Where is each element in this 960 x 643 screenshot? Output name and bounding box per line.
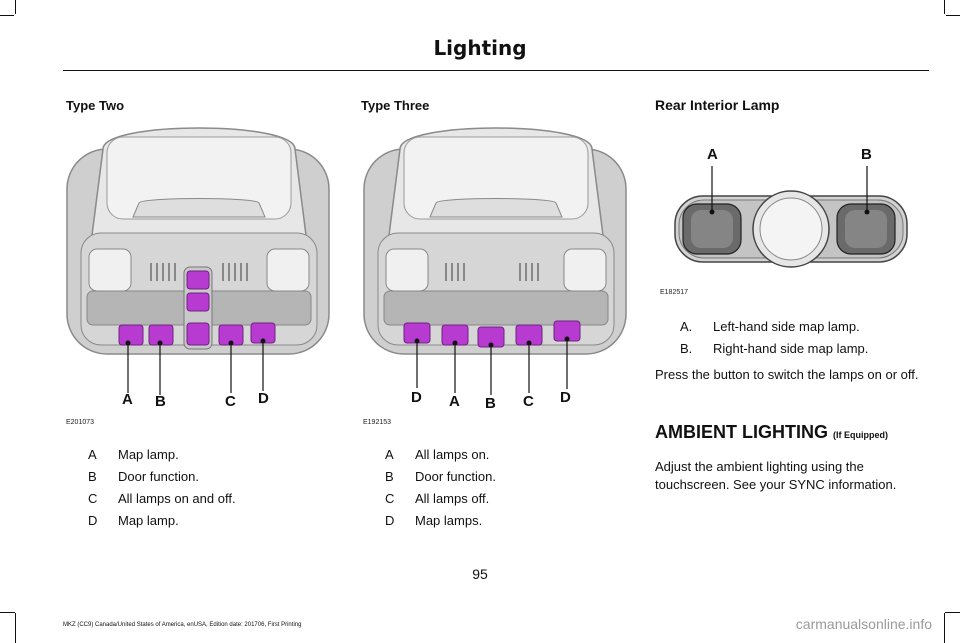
item-text: Right-hand side map lamp. <box>713 341 869 356</box>
item-letter: A. <box>680 319 693 334</box>
ambient-heading: AMBIENT LIGHTING (If Equipped) <box>655 422 888 443</box>
item-letter: B. <box>680 341 693 356</box>
crop-mark <box>946 15 960 16</box>
figure-id: E201073 <box>66 419 95 426</box>
crop-mark <box>0 15 14 16</box>
crop-mark <box>944 613 945 643</box>
type-three-figure: D A B C D E192153 <box>360 113 632 430</box>
figure-id: E192153 <box>363 419 392 426</box>
item-text: Map lamp. <box>118 447 179 462</box>
item-letter: C <box>88 491 98 506</box>
item-text: All lamps on. <box>415 447 490 462</box>
item-letter: A <box>385 447 394 462</box>
rear-lamp-figure: A B E182517 <box>655 132 927 298</box>
item-text: Left-hand side map lamp. <box>713 319 860 334</box>
callout-label: A <box>707 146 718 163</box>
callout-label: D <box>560 389 571 406</box>
item-text: Map lamp. <box>118 513 179 528</box>
crop-mark <box>0 612 15 613</box>
header-rule <box>63 70 929 71</box>
type-three-heading: Type Three <box>361 98 430 113</box>
callout-label: D <box>258 390 269 407</box>
type-two-heading: Type Two <box>66 98 125 113</box>
item-text: Map lamps. <box>415 513 483 528</box>
item-letter: D <box>385 513 395 528</box>
type-two-figure: A B C D E201073 <box>63 113 335 430</box>
crop-mark <box>15 613 16 643</box>
crop-mark <box>15 0 16 14</box>
ambient-body: Adjust the ambient lighting using the to… <box>655 459 897 492</box>
callout-label: A <box>122 391 133 408</box>
item-letter: C <box>385 491 395 506</box>
callout-label: D <box>411 389 422 406</box>
ambient-title: AMBIENT LIGHTING <box>655 422 828 442</box>
item-text: Door function. <box>415 469 496 484</box>
crop-mark <box>944 0 945 14</box>
callout-label: B <box>861 146 872 163</box>
section-title: Lighting <box>433 36 527 60</box>
figure-id: E182517 <box>660 289 689 296</box>
callout-label: A <box>449 393 460 410</box>
callout-label: B <box>155 393 166 410</box>
item-letter: A <box>88 447 97 462</box>
crop-mark <box>945 612 960 613</box>
watermark: carmanualsonline.info <box>795 616 932 632</box>
item-text: All lamps off. <box>415 491 490 506</box>
item-text: Door function. <box>118 469 199 484</box>
ambient-qualifier: (If Equipped) <box>833 430 889 440</box>
item-letter: B <box>88 469 97 484</box>
item-letter: D <box>88 513 98 528</box>
page-footer: MKZ (CC9) Canada/United States of Americ… <box>63 622 302 628</box>
item-text: All lamps on and off. <box>118 491 236 506</box>
rear-lamp-heading: Rear Interior Lamp <box>655 97 780 113</box>
callout-label: C <box>523 393 534 410</box>
page-number: 95 <box>472 566 488 582</box>
callout-label: B <box>485 395 496 412</box>
item-letter: B <box>385 469 394 484</box>
callout-label: C <box>225 393 236 410</box>
rear-lamp-instruction: Press the button to switch the lamps on … <box>655 367 919 382</box>
